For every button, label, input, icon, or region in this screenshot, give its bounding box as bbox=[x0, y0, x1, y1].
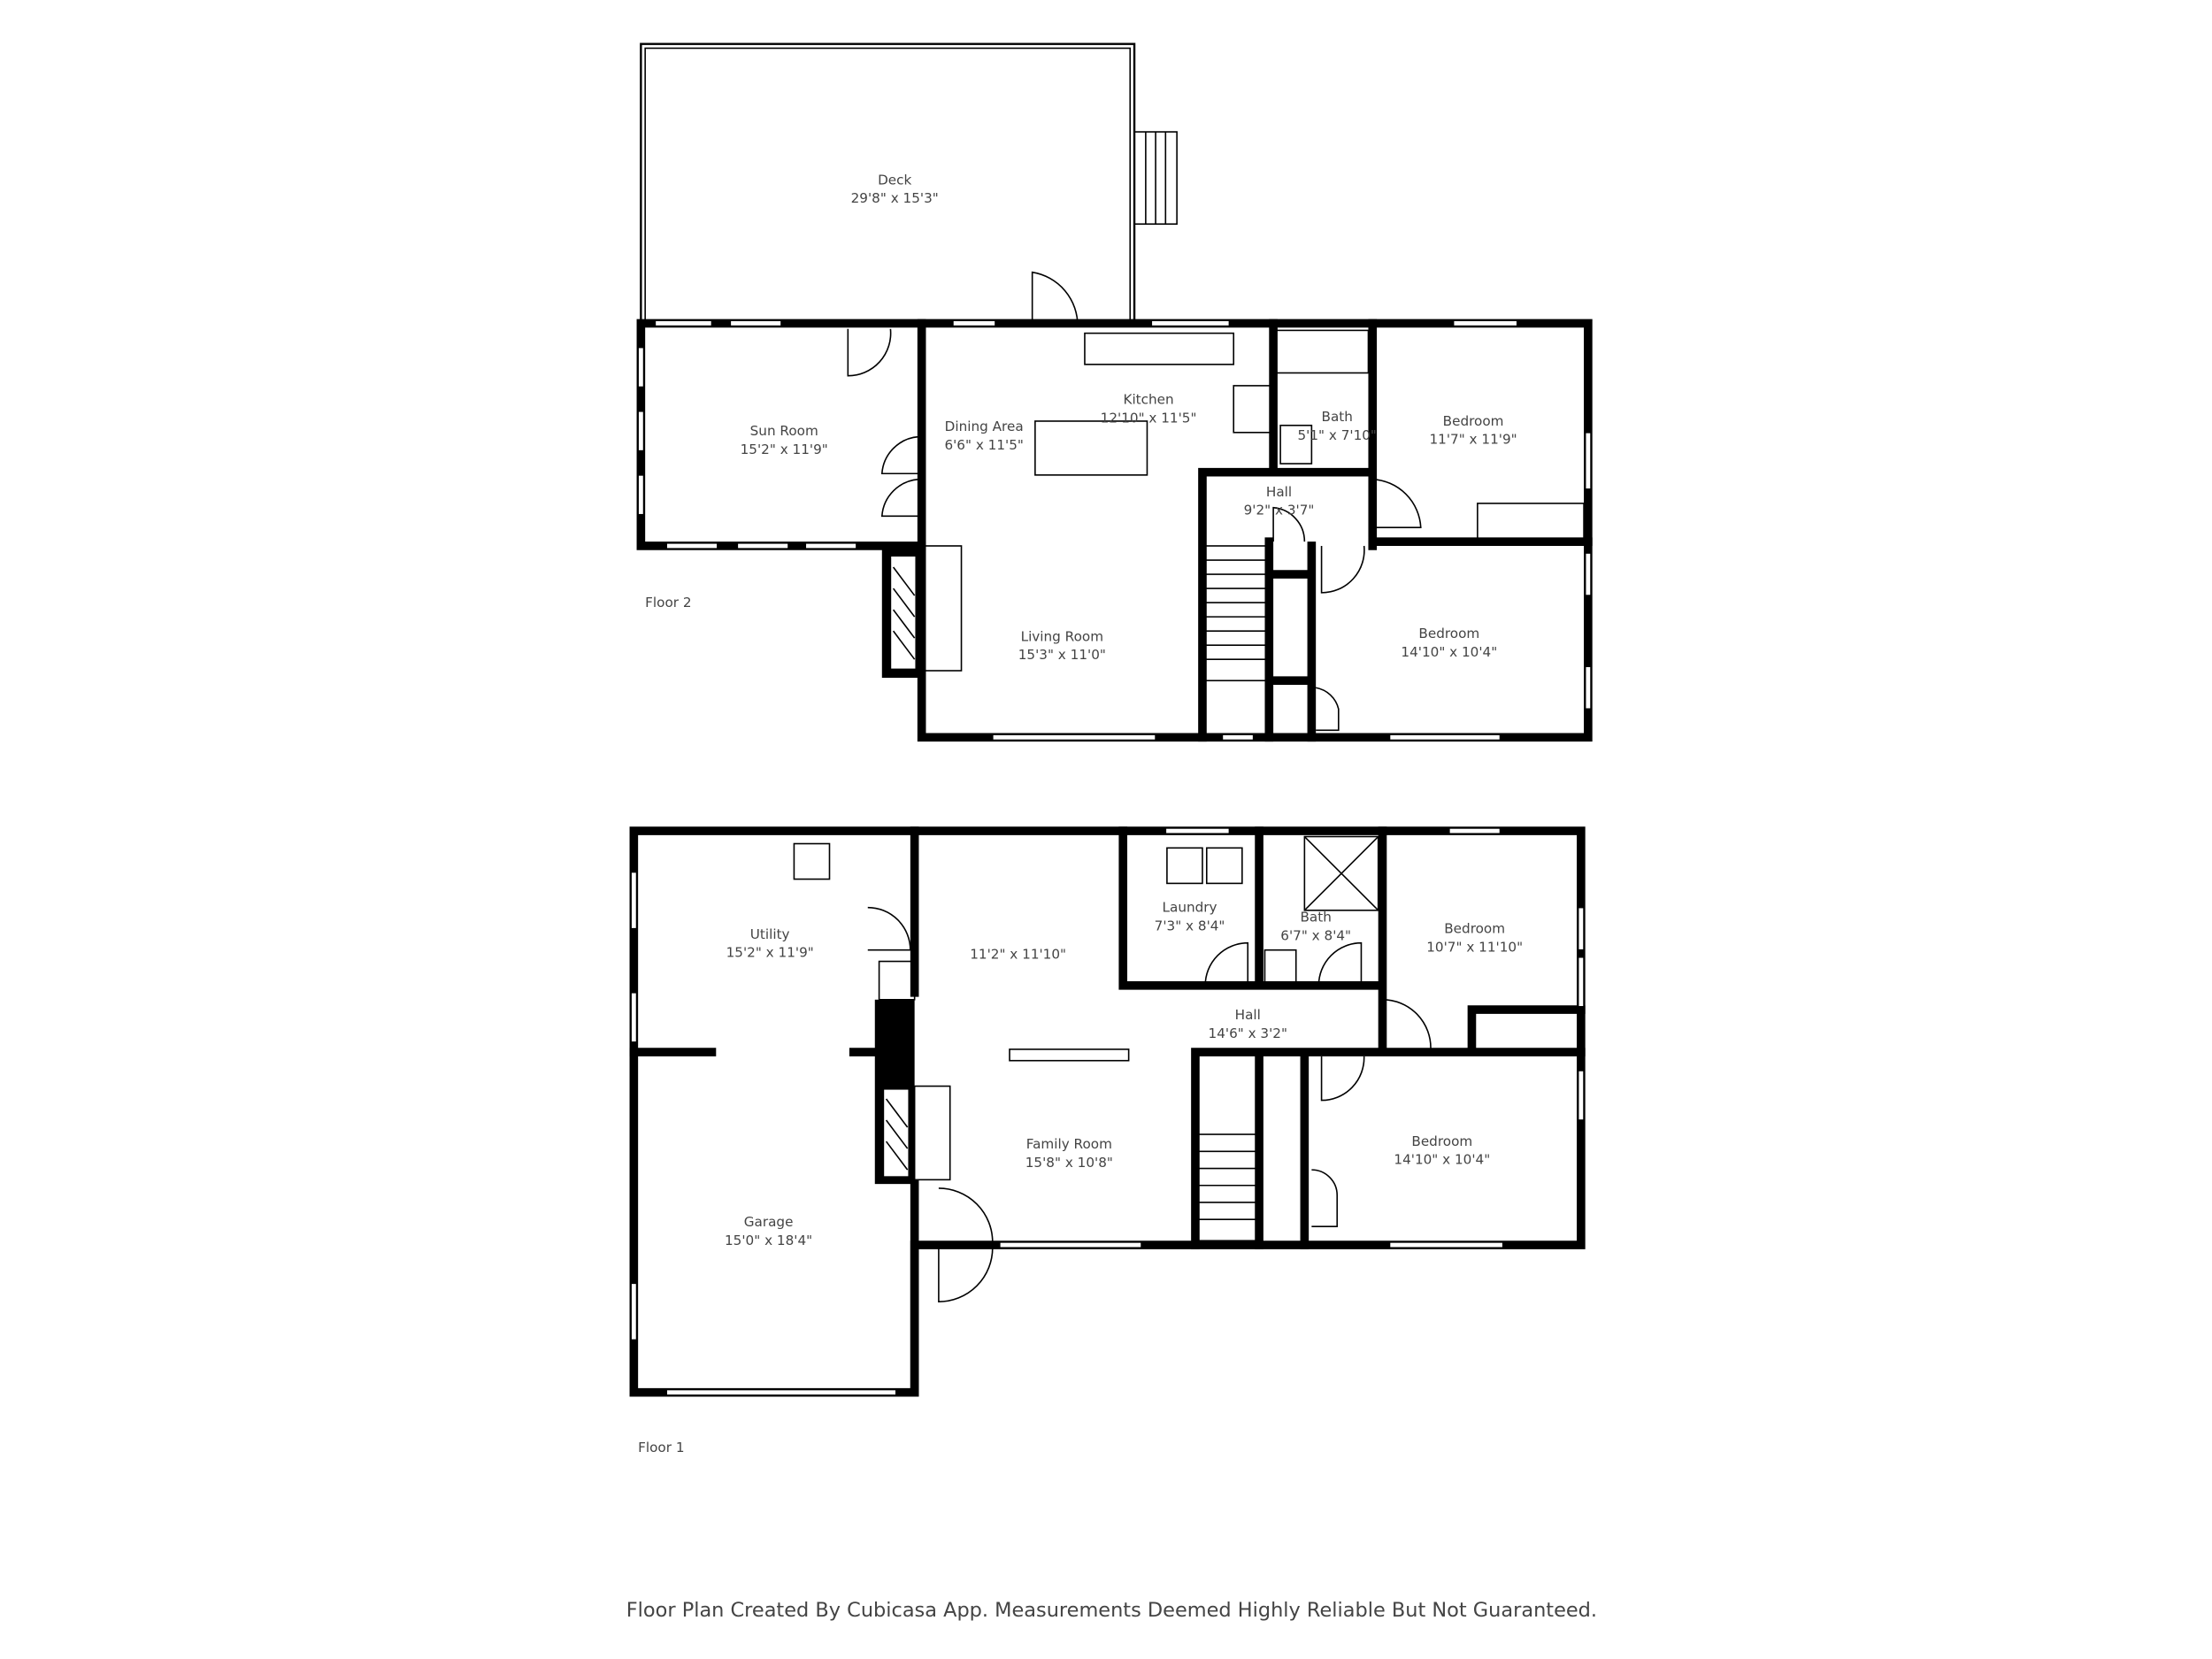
room-dims: 14'6" x 3'2" bbox=[1209, 1025, 1287, 1041]
room-dims: 14'10" x 10'4" bbox=[1394, 1152, 1490, 1168]
floor-2-label: Floor 2 bbox=[645, 595, 691, 611]
staircase bbox=[1197, 1133, 1260, 1242]
room-dims: 15'8" x 10'8" bbox=[1025, 1155, 1113, 1171]
room-name: Bedroom bbox=[1411, 1133, 1472, 1149]
kitchen-island bbox=[1034, 420, 1148, 476]
staircase bbox=[1204, 545, 1271, 682]
room-name: Deck bbox=[878, 172, 911, 188]
room-name: Family Room bbox=[1026, 1136, 1112, 1152]
room-name: Utility bbox=[750, 926, 790, 942]
bathtub bbox=[1275, 329, 1370, 374]
room-name: Bath bbox=[1300, 910, 1331, 926]
room-name: Hall bbox=[1235, 1007, 1261, 1023]
room-dims: 10'7" x 11'10" bbox=[1426, 939, 1523, 955]
floor-1-plan: Utility 15'2" x 11'9" 11'2" x 11'10" Laun… bbox=[629, 826, 1586, 1455]
room-dims: 9'2" x 3'7" bbox=[1244, 503, 1315, 518]
stove bbox=[1233, 385, 1274, 434]
room-dims: 15'2" x 11'9" bbox=[741, 442, 828, 457]
floor-1-label: Floor 1 bbox=[638, 1440, 684, 1455]
deck-stairs bbox=[1133, 131, 1178, 226]
room-dims: 11'2" x 11'10" bbox=[970, 946, 1066, 962]
room-dims: 15'3" x 11'0" bbox=[1018, 647, 1106, 663]
room-dims: 15'0" x 18'4" bbox=[725, 1233, 812, 1248]
room-dims: 5'1" x 7'10" bbox=[1297, 427, 1376, 443]
room-dims: 15'2" x 11'9" bbox=[726, 945, 814, 961]
room-dims: 6'6" x 11'5" bbox=[944, 437, 1023, 453]
room-dims: 29'8" x 15'3" bbox=[851, 190, 939, 206]
room-dims: 6'7" x 8'4" bbox=[1280, 928, 1351, 944]
footer-disclaimer: Floor Plan Created By Cubicasa App. Meas… bbox=[626, 1599, 1597, 1622]
room-name: Sun Room bbox=[750, 423, 818, 439]
room-name: Bedroom bbox=[1443, 413, 1504, 429]
room-dims: 7'3" x 8'4" bbox=[1155, 918, 1225, 933]
room-dims: 11'7" x 11'9" bbox=[1429, 432, 1517, 448]
shower bbox=[1303, 835, 1379, 911]
room-dims: 14'10" x 10'4" bbox=[1401, 644, 1497, 660]
room-name: Bedroom bbox=[1444, 920, 1505, 936]
svg-text:11'2" x 11'10": 11'2" x 11'10" bbox=[970, 946, 1066, 962]
room-name: Dining Area bbox=[945, 419, 1024, 434]
room-name: Hall bbox=[1266, 484, 1292, 500]
room-name: Bath bbox=[1322, 409, 1353, 425]
room-name: Kitchen bbox=[1123, 392, 1173, 408]
room-name: Living Room bbox=[1021, 628, 1103, 644]
room-name: Garage bbox=[744, 1214, 794, 1230]
room-name: Laundry bbox=[1163, 899, 1217, 915]
room-name: Bedroom bbox=[1418, 626, 1479, 641]
room-dims: 12'10" x 11'5" bbox=[1101, 411, 1197, 426]
